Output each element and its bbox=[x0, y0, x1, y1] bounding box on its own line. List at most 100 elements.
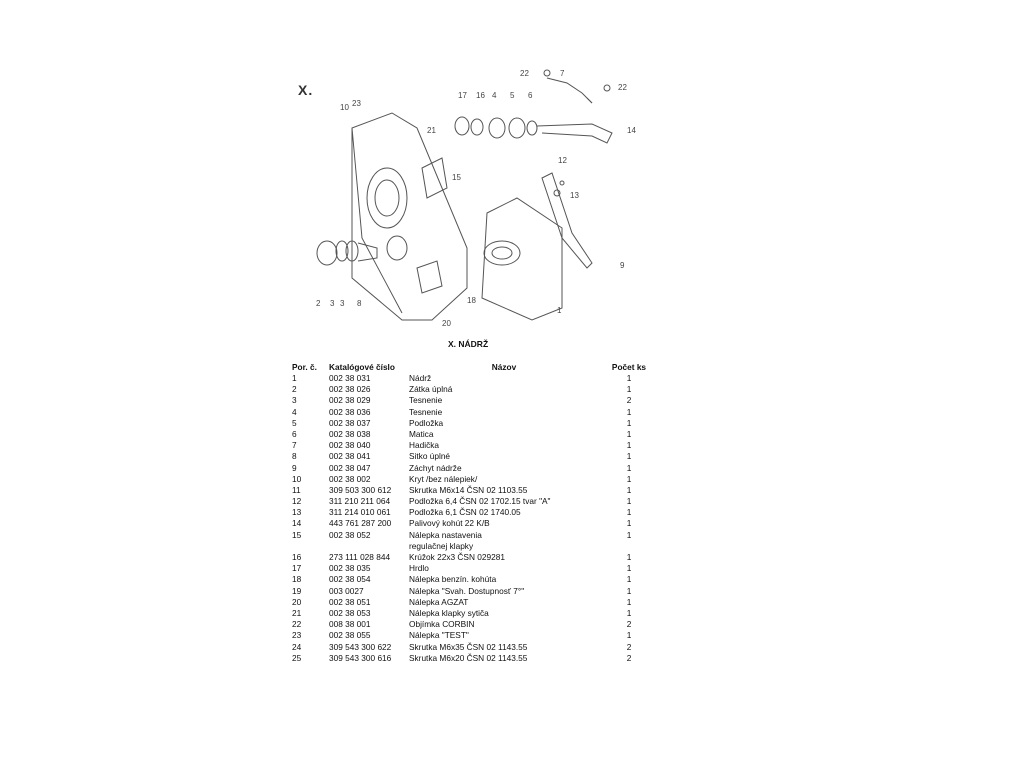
cell-quantity: 1 bbox=[626, 529, 632, 540]
cell-quantity: 1 bbox=[626, 507, 632, 518]
cell-catalog: 008 38 001 bbox=[329, 619, 371, 630]
cell-catalog: 002 38 040 bbox=[329, 440, 371, 451]
cell-quantity: 2 bbox=[626, 641, 632, 652]
cell-name: Podložka 6,4 ČSN 02 1702.15 tvar "A" bbox=[409, 496, 551, 507]
cell-name: Tesnenie bbox=[409, 406, 443, 417]
column-header-catalog: Katalógové číslo bbox=[329, 361, 395, 372]
cell-number: 6 bbox=[292, 428, 297, 439]
cell-quantity: 1 bbox=[626, 552, 632, 562]
cell-quantity: 1 bbox=[626, 585, 632, 596]
cell-catalog: 002 38 029 bbox=[329, 395, 371, 406]
table-row: 18 002 38 054 Nálepka benzín. kohúta 1 bbox=[292, 574, 659, 585]
cell-name: Nálepka "TEST" bbox=[409, 630, 469, 641]
callout-label: 16 bbox=[476, 91, 485, 100]
cell-name: Nálepka AGZAT bbox=[409, 596, 469, 607]
cell-number: 22 bbox=[292, 619, 302, 630]
cell-catalog: 002 38 055 bbox=[329, 630, 371, 641]
cell-name: Matica bbox=[409, 428, 434, 439]
cell-quantity: 1 bbox=[626, 428, 632, 439]
cell-quantity: 1 bbox=[626, 563, 632, 574]
callout-label: 1 bbox=[557, 306, 562, 315]
cell-catalog: 311 214 010 061 bbox=[329, 507, 391, 518]
cell-catalog: 002 38 053 bbox=[329, 607, 371, 618]
cell-name: Podložka bbox=[409, 417, 444, 428]
callout-label: 3 bbox=[340, 299, 345, 308]
parts-table: Por. č. Katalógové číslo Názov Počet ks … bbox=[292, 360, 659, 664]
column-header-quantity: Počet ks bbox=[611, 361, 647, 372]
cell-number: 9 bbox=[292, 462, 297, 473]
cell-quantity: 1 bbox=[626, 462, 632, 473]
cell-catalog: 309 543 300 622 bbox=[329, 641, 392, 652]
cell-catalog: 002 38 038 bbox=[329, 428, 371, 439]
cell-name: Podložka 6,1 ČSN 02 1740.05 bbox=[409, 507, 521, 518]
cell-name: Skrutka M6x14 ČSN 02 1103.55 bbox=[409, 484, 528, 495]
cell-quantity: 1 bbox=[626, 496, 632, 507]
callout-label: 13 bbox=[570, 191, 579, 200]
cell-catalog: 002 38 051 bbox=[329, 596, 371, 607]
cell-number: 15 bbox=[292, 529, 302, 540]
cell-number: 1 bbox=[292, 373, 297, 383]
callout-label: 22 bbox=[618, 83, 627, 92]
cell-catalog: 002 38 054 bbox=[329, 574, 371, 585]
cell-catalog: 002 38 035 bbox=[329, 563, 371, 574]
callout-label: 20 bbox=[442, 319, 451, 328]
callout-label: 12 bbox=[558, 156, 567, 165]
cell-quantity: 1 bbox=[626, 440, 632, 451]
cell-name: Skrutka M6x20 ČSN 02 1143.55 bbox=[409, 652, 528, 663]
callout-label: 21 bbox=[427, 126, 436, 135]
cell-quantity: 2 bbox=[626, 619, 632, 630]
cell-catalog: 002 38 031 bbox=[329, 373, 371, 383]
tank-body bbox=[481, 197, 563, 321]
cell-name: Záchyt nádrže bbox=[409, 462, 462, 473]
cell-catalog: 002 38 036 bbox=[329, 406, 371, 417]
cell-number: 18 bbox=[292, 574, 302, 585]
cell-name: regulačnej klapky bbox=[409, 540, 474, 551]
cell-name: Nálepka benzín. kohúta bbox=[409, 574, 497, 585]
cell-number: 21 bbox=[292, 607, 302, 618]
cell-name: Kryt /bez nálepiek/ bbox=[409, 473, 478, 484]
tank-cover bbox=[351, 112, 468, 321]
cell-quantity: 1 bbox=[626, 607, 632, 618]
callout-label: 23 bbox=[352, 99, 361, 108]
cell-catalog: 002 38 026 bbox=[329, 384, 371, 395]
callout-label: 8 bbox=[357, 299, 362, 308]
cell-name: Nádrž bbox=[409, 373, 432, 383]
cell-quantity: 1 bbox=[626, 574, 632, 585]
table-row: 13 311 214 010 061 Podložka 6,1 ČSN 02 174… bbox=[292, 507, 659, 518]
cell-quantity bbox=[599, 541, 659, 552]
exploded-diagram: 23 10 17 16 4 5 6 7 22 22 14 12 21 15 13… bbox=[292, 58, 652, 333]
cell-number: 13 bbox=[292, 507, 302, 518]
cell-number: 5 bbox=[292, 417, 297, 428]
cell-name: Hadička bbox=[409, 440, 439, 451]
cell-quantity: 1 bbox=[626, 630, 632, 641]
callout-label: 4 bbox=[492, 91, 497, 100]
callout-label: 22 bbox=[520, 69, 529, 78]
cell-number: 4 bbox=[292, 406, 297, 417]
table-row: 6 002 38 038 Matica 1 bbox=[292, 429, 659, 440]
column-header-name: Názov bbox=[491, 361, 517, 372]
cell-catalog: 002 38 041 bbox=[329, 451, 371, 462]
cell-name: Sitko úplné bbox=[409, 451, 451, 462]
cell-name: Nálepka klapky sytiča bbox=[409, 607, 489, 618]
cell-number: 19 bbox=[292, 585, 302, 596]
cell-name: Nálepka "Svah. Dostupnosť 7°" bbox=[409, 585, 525, 596]
cell-quantity: 1 bbox=[626, 384, 632, 395]
cell-quantity: 2 bbox=[626, 652, 632, 663]
